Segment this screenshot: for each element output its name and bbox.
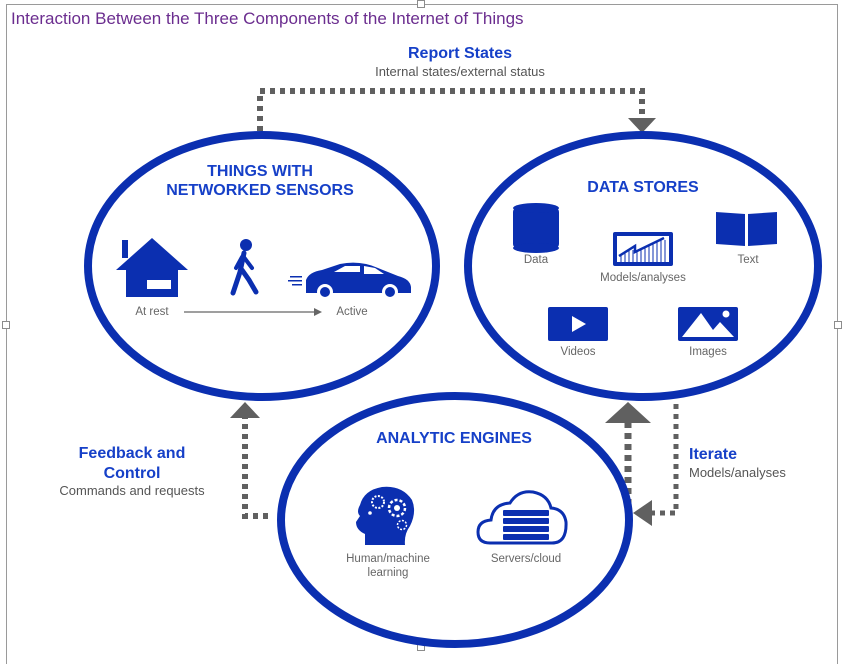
car-icon <box>288 262 411 300</box>
iterate-subtext: Models/analyses <box>689 465 786 480</box>
active-label: Active <box>336 306 368 318</box>
chart-icon <box>613 232 673 266</box>
iterate-arrowhead-up <box>605 402 651 423</box>
diagram-title: Interaction Between the Three Components… <box>11 9 524 28</box>
servers-cloud-label: Servers/cloud <box>490 553 562 565</box>
database-icon <box>513 203 559 253</box>
text-label: Text <box>737 254 759 266</box>
head-gears-icon <box>356 486 415 545</box>
feedback-arrow <box>242 418 268 519</box>
models-analyses-label: Models/analyses <box>600 272 686 284</box>
things-circle <box>84 131 440 401</box>
feedback-heading-line1: Feedback and <box>78 445 186 462</box>
image-icon <box>678 307 738 341</box>
resize-handle-top[interactable] <box>417 0 425 8</box>
report-states-arrowhead <box>628 118 656 133</box>
diagram-canvas <box>84 88 822 648</box>
report-states-heading: Report States <box>407 45 513 62</box>
report-states-subtext: Internal states/external status <box>375 64 545 79</box>
resize-handle-left[interactable] <box>2 321 10 329</box>
images-label: Images <box>689 346 727 358</box>
feedback-heading-line2: Control <box>103 465 161 482</box>
things-title-line2: NETWORKED SENSORS <box>166 182 354 199</box>
feedback-subtext: Commands and requests <box>59 483 205 498</box>
book-icon <box>716 210 777 246</box>
data-label: Data <box>523 254 549 266</box>
things-title-line1: THINGS WITH <box>207 163 313 180</box>
human-machine-label-line2: learning <box>367 567 409 579</box>
at-rest-to-active-arrow <box>184 308 322 316</box>
analytic-engines-circle <box>277 392 633 648</box>
iterate-arrow-down <box>652 404 679 516</box>
walking-person-icon <box>230 239 259 296</box>
human-machine-label-line1: Human/machine <box>346 553 430 565</box>
videos-label: Videos <box>560 346 596 358</box>
video-play-icon <box>548 307 608 341</box>
cloud-server-icon <box>476 490 568 545</box>
analytic-engines-title: ANALYTIC ENGINES <box>376 430 532 447</box>
report-states-arrow <box>257 88 645 131</box>
at-rest-label: At rest <box>135 306 169 318</box>
data-stores-circle <box>464 131 822 401</box>
iterate-arrowhead-left <box>633 500 652 526</box>
data-stores-title: DATA STORES <box>587 179 699 196</box>
house-icon <box>116 238 188 297</box>
feedback-arrowhead <box>230 402 260 418</box>
iterate-heading: Iterate <box>689 446 738 463</box>
